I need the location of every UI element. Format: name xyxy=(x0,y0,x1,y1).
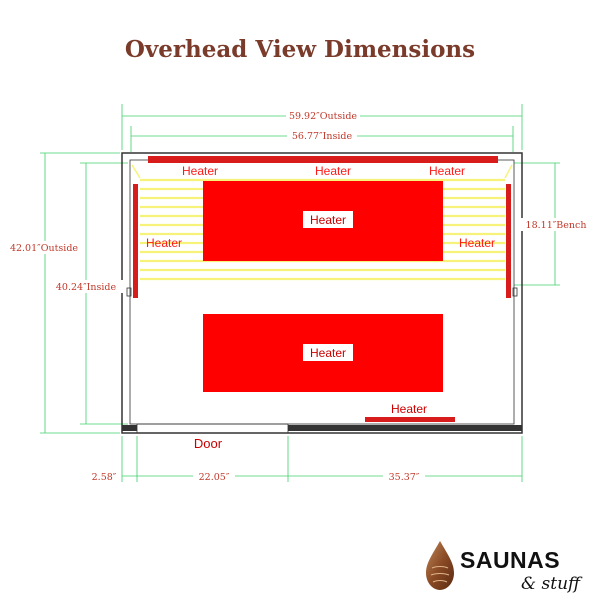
door-width-label-bg xyxy=(193,470,235,482)
heater-label-top-right: Heater xyxy=(429,164,465,178)
right-wall-heater xyxy=(506,184,511,298)
right-span-label-bg xyxy=(383,470,425,482)
left-bracket xyxy=(126,287,132,297)
door-width-label: 22.05″ xyxy=(199,472,230,483)
door-label: Door xyxy=(194,436,223,451)
heater-label-front-wall: Heater xyxy=(391,402,427,416)
right-span-label: 35.37″ xyxy=(389,472,420,483)
bench-label: 18.11″Bench xyxy=(526,220,587,231)
bench-label-bg xyxy=(521,218,591,231)
bench-corner-lines xyxy=(131,164,513,179)
outside-width-label: 59.92″Outside xyxy=(289,111,357,122)
outside-depth-label: 42.01″Outside xyxy=(10,243,78,254)
bench-panel-label-box xyxy=(303,211,353,228)
outside-depth-label-bg xyxy=(6,241,82,254)
logo-main-text: SAUNAS xyxy=(460,547,560,573)
floor-panel-label-box xyxy=(303,344,353,361)
top-wall-heater xyxy=(148,156,498,163)
wood-grain-lines xyxy=(430,566,450,583)
heater-label-right-wall: Heater xyxy=(459,236,495,250)
heater-label-left-wall: Heater xyxy=(146,236,182,250)
page-title: Overhead View Dimensions xyxy=(124,36,476,63)
heater-label-top-left: Heater xyxy=(182,164,218,178)
inside-depth-label: 40.24″Inside xyxy=(56,282,117,293)
inside-width-label: 56.77″Inside xyxy=(292,131,353,142)
heater-label-bench-panel: Heater xyxy=(310,213,346,227)
wood-drop-icon xyxy=(426,541,454,590)
heater-label-floor-panel: Heater xyxy=(310,346,346,360)
heater-label-top-center: Heater xyxy=(315,164,351,178)
logo-sub-text: & stuff xyxy=(521,574,583,594)
inside-depth-label-bg xyxy=(50,280,124,293)
wall-label-bg xyxy=(88,470,120,482)
wall-thickness-label: 2.58″ xyxy=(92,472,117,483)
front-wall-heater xyxy=(365,417,455,422)
outside-width-label-bg xyxy=(286,109,360,121)
inside-width-label-bg xyxy=(287,129,357,141)
right-bracket xyxy=(512,287,518,297)
left-wall-heater xyxy=(133,184,138,298)
saunas-and-stuff-logo: SAUNAS & stuff xyxy=(426,541,583,594)
